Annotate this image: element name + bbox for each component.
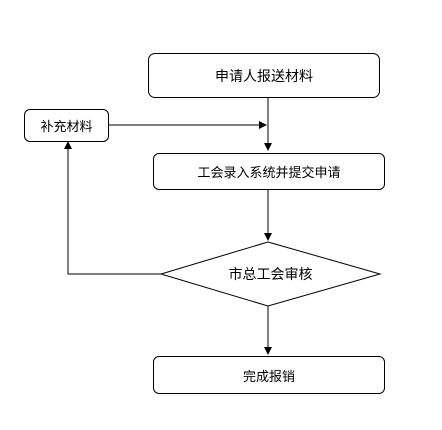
node-city-review-label: 市总工会审核 (228, 267, 313, 283)
arrow-review-to-supplement (64, 141, 161, 275)
node-union-entry: 工会录入系统并提交申请 (153, 153, 385, 190)
node-submit-materials: 申请人报送材料 (148, 53, 380, 98)
node-supplement-materials: 补充材料 (24, 109, 109, 142)
node-complete-reimbursement: 完成报销 (153, 356, 385, 394)
